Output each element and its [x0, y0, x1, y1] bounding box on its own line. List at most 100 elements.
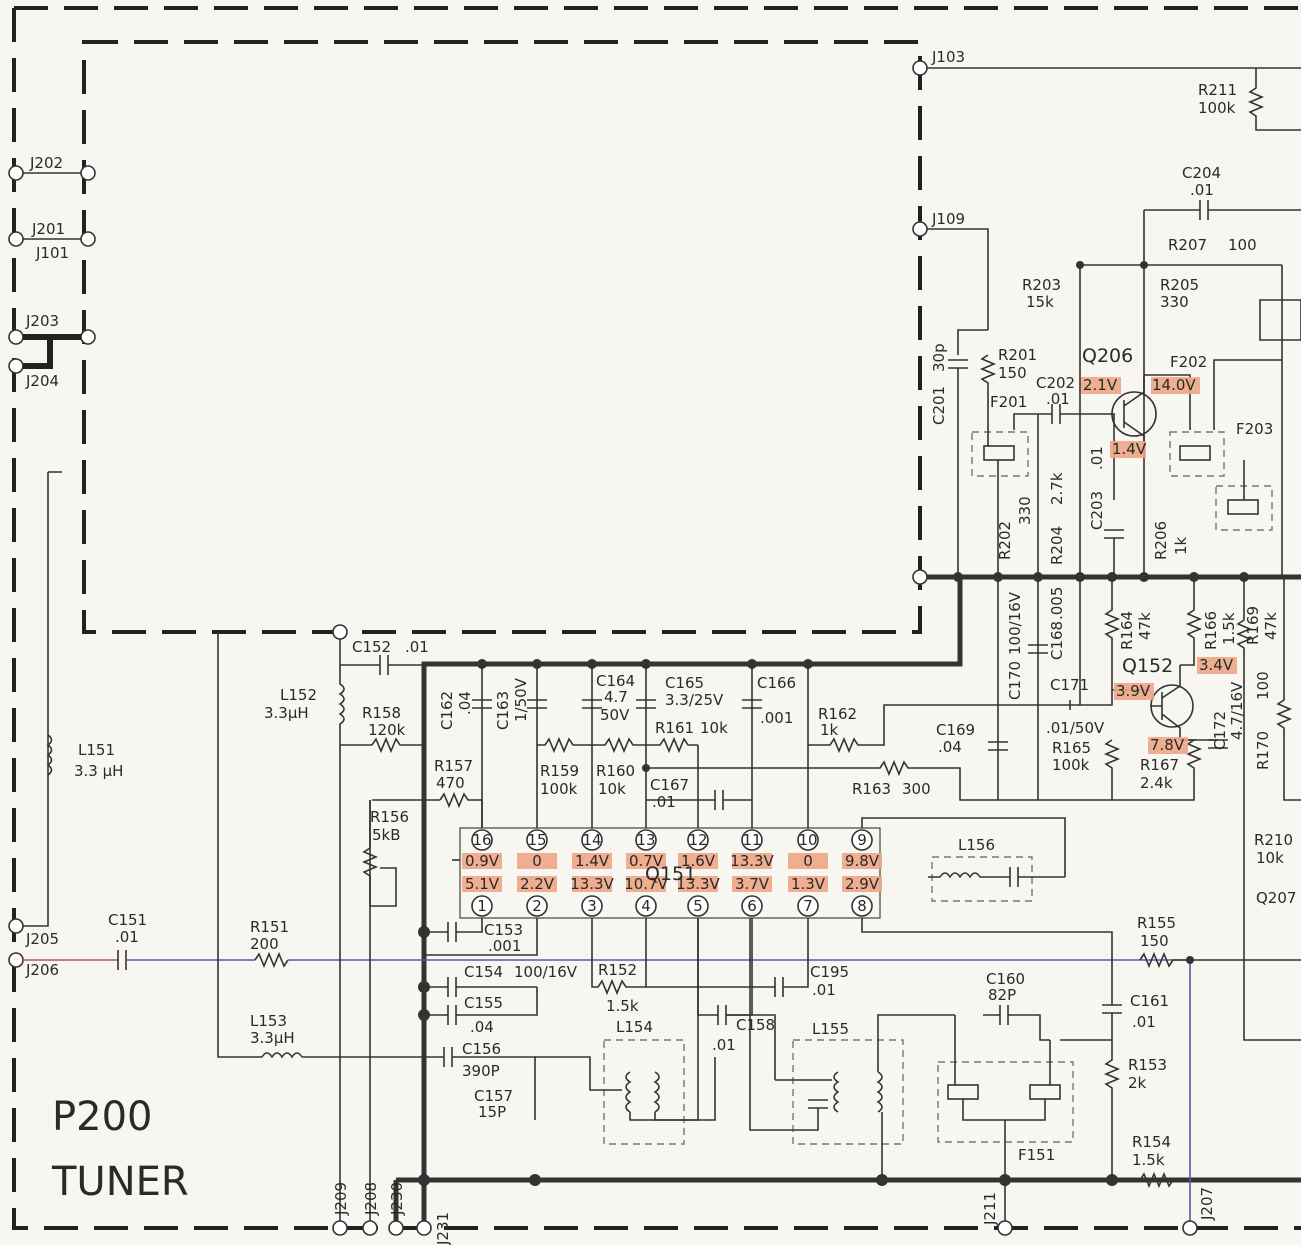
label-capacitors-c169-0: C169 — [936, 721, 975, 739]
ground-bus-lower — [393, 1177, 1301, 1225]
ic-bottom-pin-3 — [581, 895, 603, 917]
label-resistors-r161-1: 10k — [700, 719, 728, 737]
label-resistors-r156-1: 5kB — [372, 826, 401, 844]
label-resistors-r210-0: R210 — [1254, 831, 1293, 849]
label-capacitors-c202-1: .01 — [1046, 390, 1070, 408]
label-resistors-r153-1: 2k — [1128, 1074, 1147, 1092]
ic-top-pin-voltage: 0.7V — [629, 852, 664, 870]
label-resistors-r157-1: 470 — [436, 774, 465, 792]
label-capacitors-c166-0: C166 — [757, 674, 796, 692]
label-capacitors-c156-0: C156 — [462, 1040, 501, 1058]
label-resistors-r158-1: 120k — [368, 721, 406, 739]
label-capacitors-c166-1: .001 — [760, 709, 793, 727]
label-resistors-r160-1: 10k — [598, 780, 626, 798]
label-capacitors-c157-0: C157 — [474, 1087, 513, 1105]
jack-j207: J207 — [1198, 1187, 1216, 1221]
label-capacitors-c165-1: 3.3/25V — [665, 691, 724, 709]
label-resistors-r164-1: 47k — [1136, 612, 1154, 640]
ic-top-pin-9 — [851, 829, 873, 851]
label-filters-f203: F203 — [1236, 420, 1273, 438]
label-capacitors-c162-0: C162 — [438, 691, 456, 730]
label-capacitors-c162-1: .04 — [456, 691, 474, 715]
ic-bottom-pin-voltage: 13.3V — [570, 875, 614, 893]
label-voltages-q152_c: 3.4V — [1199, 656, 1234, 674]
ic-top-voltage-highlight — [572, 853, 612, 869]
ic-top-pin-10 — [797, 829, 819, 851]
label-resistors-r205-0: R205 — [1160, 276, 1199, 294]
ic-bottom-pin-8 — [851, 895, 873, 917]
label-resistors-r204-0: R204 — [1048, 526, 1066, 565]
label-resistors-r155-1: 150 — [1140, 932, 1169, 950]
label-capacitors-c160-0: C160 — [986, 970, 1025, 988]
label-resistors-r202-0: R202 — [996, 521, 1014, 560]
label-resistors-r206-1: 1k — [1172, 536, 1190, 555]
label-capacitors-c170-1: 100/16V — [1006, 591, 1024, 655]
label-resistors-r165-1: 100k — [1052, 756, 1090, 774]
label-resistors-r163-1: 300 — [902, 780, 931, 798]
label-capacitors-c151-0: C151 — [108, 911, 147, 929]
label-resistors-r211-0: R211 — [1198, 81, 1237, 99]
label-voltages-q152_e: 7.8V — [1150, 736, 1185, 754]
label-capacitors-c204-0: C204 — [1182, 164, 1221, 182]
ic-bottom-pin-voltage: 2.2V — [520, 875, 555, 893]
filter-f151 — [937, 1005, 1112, 1228]
label-resistors-r164-0: R164 — [1118, 611, 1136, 650]
jack-j103: J103 — [931, 48, 965, 66]
ic-bottom-pin-voltage: 2.9V — [845, 875, 880, 893]
label-filters-f202: F202 — [1170, 353, 1207, 371]
label-resistors-r201-0: R201 — [998, 346, 1037, 364]
label-resistors-r170-0: R170 — [1254, 731, 1272, 770]
label-capacitors-c165-0: C165 — [665, 674, 704, 692]
label-resistors-r166-1: 1.5k — [1220, 612, 1238, 645]
ic-top-pin-voltage: 1.4V — [575, 852, 610, 870]
label-capacitors-c171-0: C171 — [1050, 676, 1089, 694]
label-capacitors-c204-1: .01 — [1190, 181, 1214, 199]
inner-block-boundary — [82, 40, 922, 634]
label-resistors-r166-0: R166 — [1202, 611, 1220, 650]
label-resistors-r151-1: 200 — [250, 935, 279, 953]
ic-top-voltage-highlight — [462, 853, 502, 869]
ic-bottom-pin-number: 8 — [857, 897, 867, 915]
outer-board-boundary — [12, 6, 1301, 1230]
label-capacitors-c172-1: 4.7/16V — [1228, 681, 1246, 740]
label-inductors-l155: L155 — [812, 1020, 849, 1038]
label-resistors-r163-0: R163 — [852, 780, 891, 798]
jack-j201: J201 — [31, 220, 65, 238]
ic-bottom-pin-voltage: 5.1V — [465, 875, 500, 893]
label-resistors-r156-0: R156 — [370, 808, 409, 826]
jack-j231: J231 — [434, 1212, 452, 1245]
label-capacitors-c195-0: C195 — [810, 963, 849, 981]
label-resistors-r207-0: R207 — [1168, 236, 1207, 254]
ic-bottom-pin-number: 1 — [477, 897, 487, 915]
label-capacitors-c161-1: .01 — [1132, 1013, 1156, 1031]
label-capacitors-c201-1: 30p — [930, 343, 948, 372]
ic-top-pin-voltage: 1.6V — [681, 852, 716, 870]
label-resistors-r157-0: R157 — [434, 757, 473, 775]
label-capacitors-c172-0: C172 — [1211, 711, 1229, 750]
ic-bottom-pin-number: 5 — [693, 897, 703, 915]
label-resistors-r201-1: 150 — [998, 364, 1027, 382]
ic-top-pin-16 — [471, 829, 493, 851]
jack-j209: J209 — [332, 1182, 350, 1216]
q152-section — [988, 577, 1301, 1041]
label-q152: Q152 — [1122, 655, 1173, 677]
label-capacitors-c155-0: C155 — [464, 994, 503, 1012]
ic-top-pin-15 — [526, 829, 548, 851]
label-resistors-r167-0: R167 — [1140, 756, 1179, 774]
label-capacitors-c203-1: .01 — [1088, 446, 1106, 470]
inductor-l156 — [928, 856, 1065, 902]
ic-top-voltage-highlight — [842, 853, 882, 869]
ic-top-pin-number: 15 — [527, 831, 546, 849]
junctions — [418, 261, 1249, 1186]
label-resistors-r206-0: R206 — [1152, 521, 1170, 560]
label-resistors-r151-0: R151 — [250, 918, 289, 936]
ic-top-pin-13 — [635, 829, 657, 851]
q206-section — [912, 60, 1301, 577]
jack-j101: J101 — [35, 244, 69, 262]
jack-j204: J204 — [25, 372, 59, 390]
label-resistors-r161-0: R161 — [655, 719, 694, 737]
ic-top-pin-voltage: 0 — [803, 852, 813, 870]
label-capacitors-c171-1: .01/50V — [1046, 719, 1105, 737]
label-resistors-r169-0: R169 — [1244, 606, 1262, 645]
label-inductors-l154: L154 — [616, 1018, 653, 1036]
